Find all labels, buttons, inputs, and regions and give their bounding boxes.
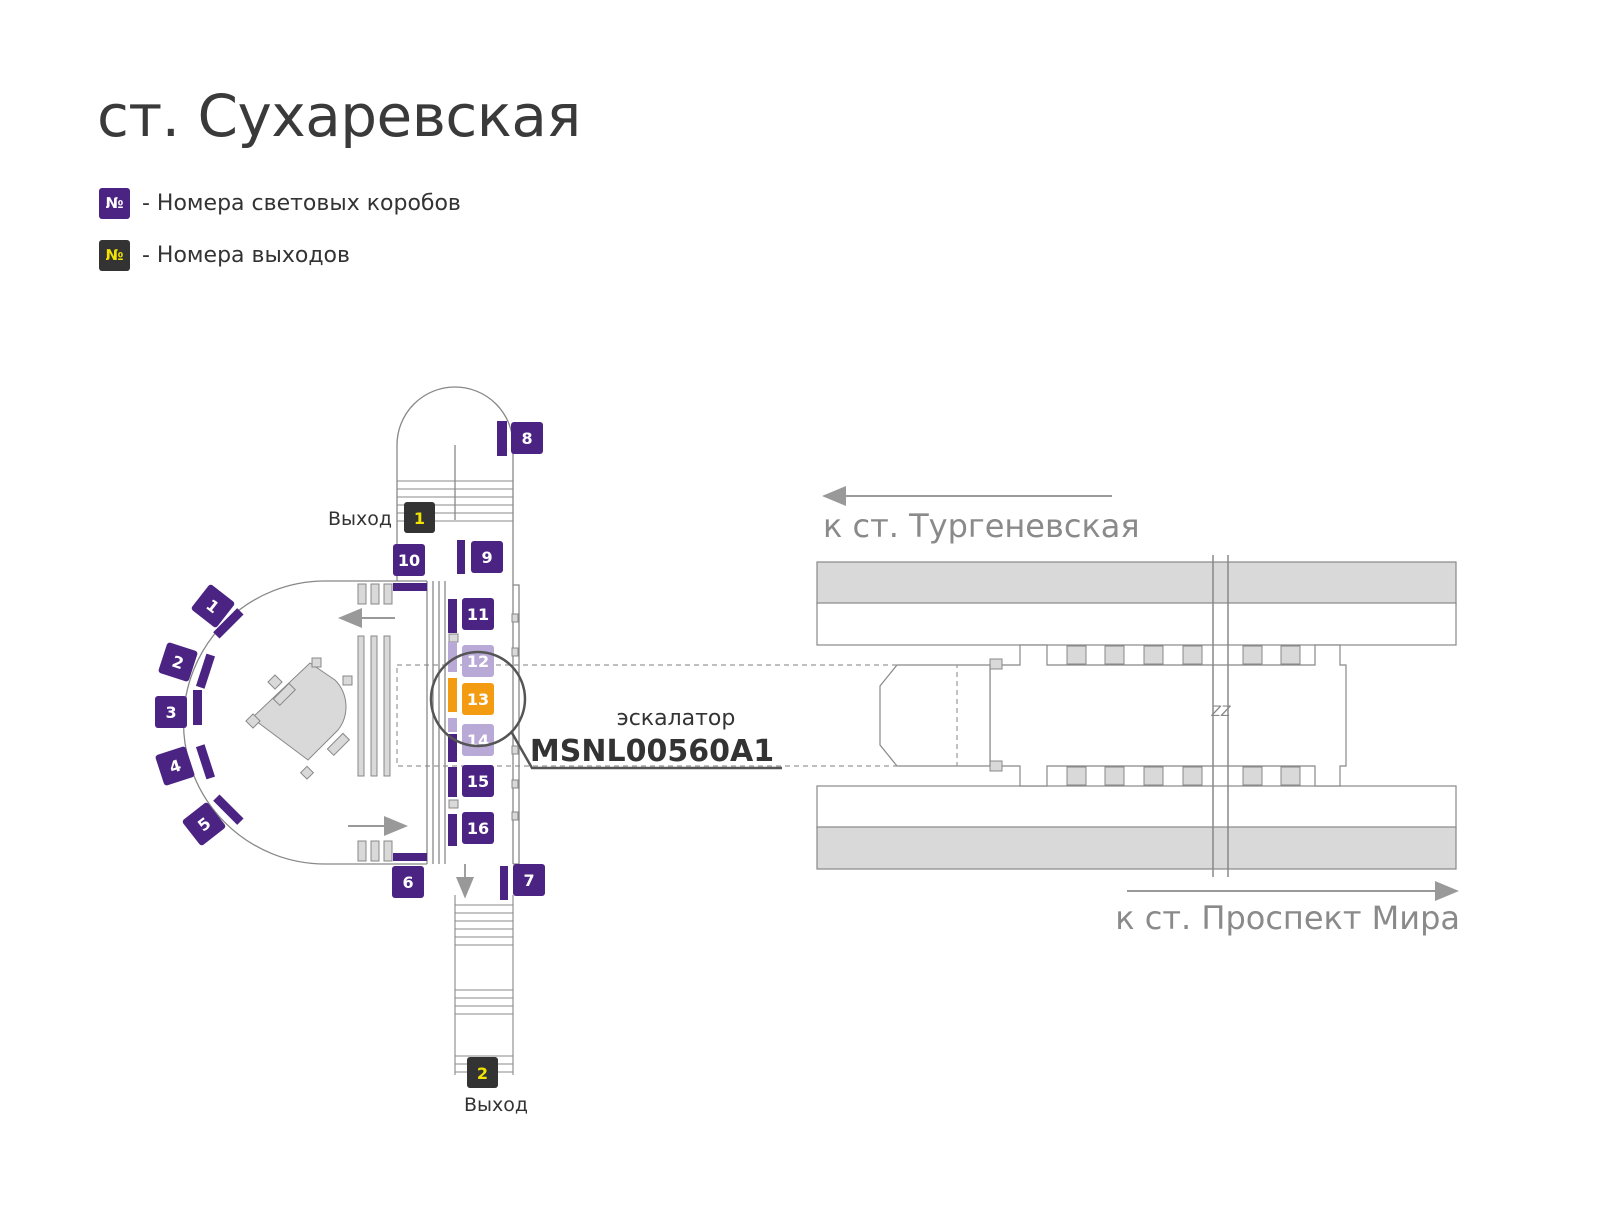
light-box-number: 7 — [523, 871, 534, 890]
light-box-7: 7 — [513, 864, 545, 896]
light-box-1: 1 — [191, 584, 235, 628]
exit-2-badge — [467, 1057, 498, 1088]
light-box-number: 2 — [170, 652, 186, 674]
callout-code: MSNL00560A1 — [530, 734, 774, 769]
legend-exits-text: - Номера выходов — [142, 242, 350, 268]
light-box-4: 4 — [155, 746, 195, 786]
light-box-3: 3 — [155, 696, 187, 728]
station-title: ст. Сухаревская — [97, 82, 581, 150]
stairs-bottom — [454, 895, 514, 1075]
central-kiosk — [251, 662, 347, 761]
light-box-number: 6 — [402, 873, 413, 892]
exit-badge: № — [99, 239, 130, 271]
exit-2-label: Выход — [464, 1094, 528, 1116]
legend-light-boxes-text: - Номера световых коробов — [142, 190, 461, 216]
direction-bottom: к ст. Проспект Мира — [1115, 899, 1460, 937]
light-box-number: 16 — [467, 819, 489, 838]
light-box-badge: № — [99, 187, 130, 219]
light-box-strips — [193, 421, 508, 900]
legend-exits: № - Номера выходов — [99, 239, 350, 271]
light-box-11: 11 — [462, 598, 494, 630]
light-box-number: 13 — [467, 690, 489, 709]
escalator-end — [879, 664, 991, 767]
platform-area: ZZ — [396, 555, 1457, 877]
light-box-number: 10 — [398, 551, 420, 570]
light-box-number: 15 — [467, 772, 489, 791]
light-box-14: 14 — [462, 724, 494, 756]
light-box-5: 5 — [182, 802, 226, 846]
light-box-12: 12 — [462, 645, 494, 677]
light-box-6: 6 — [392, 866, 424, 898]
light-box-9: 9 — [471, 541, 503, 573]
light-box-number: 4 — [167, 756, 183, 778]
break-mark: ZZ — [1210, 704, 1231, 720]
exit-2-number: 2 — [477, 1064, 488, 1083]
light-box-number: 9 — [481, 548, 492, 567]
exit-1-number: 1 — [414, 509, 425, 528]
track-top — [816, 561, 1457, 605]
light-box-number: 8 — [521, 429, 532, 448]
platform-bottom-edge — [816, 785, 1457, 829]
light-box-8: 8 — [511, 422, 543, 454]
direction-top: к ст. Тургеневская — [823, 507, 1140, 545]
callout-leader — [510, 732, 782, 770]
light-box-number: 12 — [467, 652, 489, 671]
light-box-10: 10 — [393, 544, 425, 576]
callout-caption: эскалатор — [617, 706, 736, 731]
central-hall — [989, 644, 1347, 787]
light-box-2: 2 — [158, 642, 198, 682]
exit-1-label: Выход — [328, 508, 392, 530]
callout-circle — [429, 650, 527, 748]
legend-light-boxes: № - Номера световых коробов — [99, 187, 461, 219]
turnstiles — [245, 583, 519, 862]
platform-top-edge — [816, 602, 1457, 646]
track-bottom — [816, 826, 1457, 870]
escalator-corridor — [396, 664, 958, 767]
light-box-13: 13 — [462, 683, 494, 715]
exit-1-badge — [404, 502, 435, 533]
light-box-15: 15 — [462, 765, 494, 797]
light-box-16: 16 — [462, 812, 494, 844]
light-box-number: 11 — [467, 605, 489, 624]
light-box-number: 3 — [165, 703, 176, 722]
